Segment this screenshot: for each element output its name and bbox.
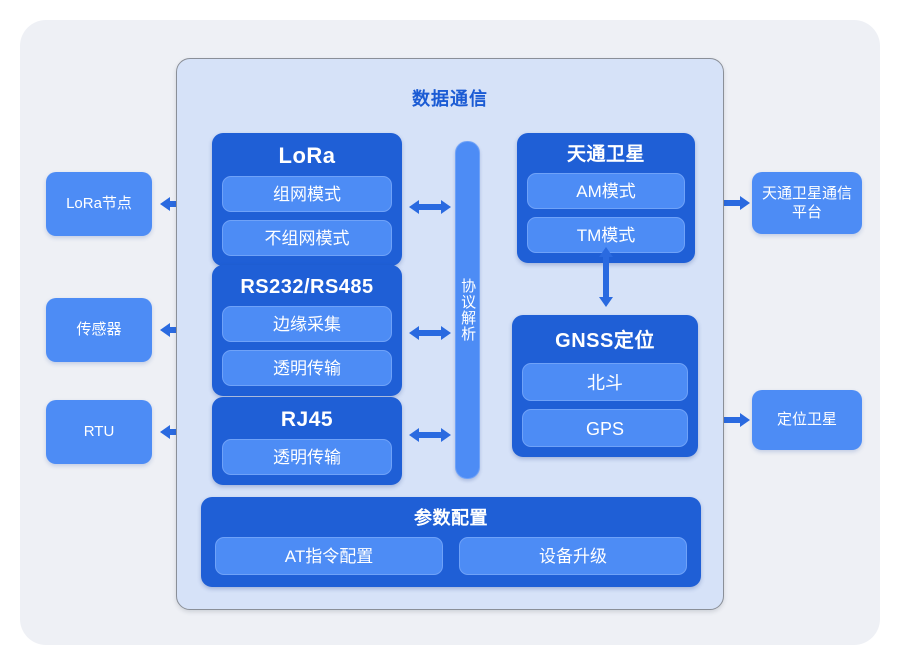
pill-at-command-config[interactable]: AT指令配置 — [215, 537, 443, 575]
node-positioning-satellite-label: 定位卫星 — [776, 411, 837, 429]
arrow-panel-to-positioning-satellite — [700, 411, 750, 429]
card-gnss-positioning-title: GNSS定位 — [555, 330, 655, 352]
pill-device-upgrade[interactable]: 设备升级 — [459, 537, 687, 575]
node-sensor-label: 传感器 — [76, 321, 122, 339]
card-parameter-configuration-items: AT指令配置 设备升级 — [201, 537, 701, 575]
arrow-lora-to-protocol — [409, 198, 451, 216]
card-tiantong-satellite[interactable]: 天通卫星 AM模式 TM模式 — [517, 133, 695, 263]
arrow-tiantong-to-gnss — [597, 247, 615, 307]
node-rtu[interactable]: RTU — [46, 400, 152, 464]
protocol-parsing-label: 协议解析 — [459, 278, 477, 342]
arrow-rj45-to-protocol — [409, 426, 451, 444]
node-positioning-satellite[interactable]: 定位卫星 — [752, 390, 862, 450]
pill-lora-mesh-mode[interactable]: 组网模式 — [222, 176, 392, 212]
card-lora-items: 组网模式 不组网模式 — [212, 176, 402, 266]
card-parameter-configuration-title: 参数配置 — [414, 508, 488, 528]
pill-gps[interactable]: GPS — [522, 409, 688, 447]
pill-lora-non-mesh-mode[interactable]: 不组网模式 — [222, 220, 392, 256]
node-tiantong-platform[interactable]: 天通卫星通信平台 — [752, 172, 862, 234]
panel-title: 数据通信 — [412, 89, 488, 109]
data-communication-panel: 数据通信 LoRa 组网模式 不组网模式 RS232/RS485 边缘采集 透明… — [176, 58, 724, 610]
node-sensor[interactable]: 传感器 — [46, 298, 152, 362]
node-lora-label: LoRa节点 — [66, 195, 132, 213]
card-rj45-title: RJ45 — [280, 408, 334, 431]
card-rs232-rs485-items: 边缘采集 透明传输 — [212, 306, 402, 396]
card-rj45-items: 透明传输 — [212, 439, 402, 485]
pill-edge-collection[interactable]: 边缘采集 — [222, 306, 392, 342]
card-rs232-rs485[interactable]: RS232/RS485 边缘采集 透明传输 — [212, 265, 402, 396]
pill-transparent-transmission-rs[interactable]: 透明传输 — [222, 350, 392, 386]
node-tiantong-platform-label: 天通卫星通信平台 — [761, 184, 852, 222]
node-lora-node[interactable]: LoRa节点 — [46, 172, 152, 236]
pill-am-mode[interactable]: AM模式 — [527, 173, 685, 209]
card-gnss-positioning-items: 北斗 GPS — [512, 363, 698, 457]
node-rtu-label: RTU — [83, 423, 115, 441]
card-rs232-rs485-title: RS232/RS485 — [240, 276, 374, 298]
protocol-parsing-bar[interactable]: 协议解析 — [455, 141, 480, 479]
arrow-rs232-to-protocol — [409, 324, 451, 342]
card-rj45[interactable]: RJ45 透明传输 — [212, 397, 402, 485]
card-gnss-positioning[interactable]: GNSS定位 北斗 GPS — [512, 315, 698, 457]
pill-transparent-transmission-rj45[interactable]: 透明传输 — [222, 439, 392, 475]
pill-beidou[interactable]: 北斗 — [522, 363, 688, 401]
card-lora-title: LoRa — [278, 143, 336, 168]
card-parameter-configuration[interactable]: 参数配置 AT指令配置 设备升级 — [201, 497, 701, 587]
card-lora[interactable]: LoRa 组网模式 不组网模式 — [212, 133, 402, 266]
card-tiantong-satellite-title: 天通卫星 — [566, 144, 645, 165]
arrow-panel-to-tiantong-platform — [700, 194, 750, 212]
